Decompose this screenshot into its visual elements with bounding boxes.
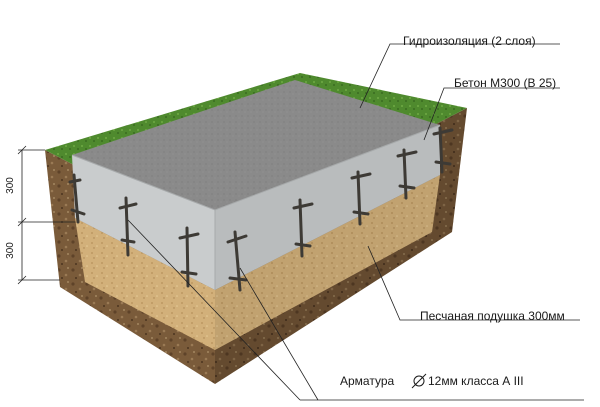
rebar-bar (396, 148, 418, 200)
label-rebar-spec: 12мм класса А III (428, 374, 524, 388)
rebar-bar (350, 170, 372, 226)
leader-sand (367, 245, 580, 321)
rebar-bar (226, 230, 248, 292)
leader-rebar-2 (239, 267, 319, 401)
rebar-bar (68, 173, 86, 224)
rebar-bar (178, 226, 200, 288)
leader-rebar-1 (127, 219, 301, 401)
diameter-icon (411, 373, 427, 389)
label-rebar: Арматура (340, 374, 395, 388)
rebar-bar (292, 198, 314, 258)
dimension-cushion-height: 300 (4, 242, 16, 259)
leader-waterproofing (359, 43, 560, 109)
leader-concrete (423, 87, 560, 141)
concrete-top (72, 80, 440, 210)
sand-cushion-shade (215, 175, 440, 350)
rebar-bar (432, 126, 454, 174)
sand-cushion-right (215, 175, 440, 350)
label-concrete: Бетон М300 (В 25) (454, 76, 557, 90)
rebar-group (68, 126, 454, 292)
sand-cushion-left (75, 218, 215, 350)
label-sand-cushion: Песчаная подушка 300мм (420, 309, 565, 323)
dimension-lines (17, 145, 75, 285)
dimension-slab-height: 300 (4, 177, 16, 194)
label-waterproofing: Гидроизоляция (2 слоя) (403, 34, 536, 48)
rebar-bar (118, 196, 138, 257)
leader-lines (127, 43, 584, 401)
concrete-front-face (72, 155, 215, 290)
concrete-right-face (215, 125, 440, 290)
